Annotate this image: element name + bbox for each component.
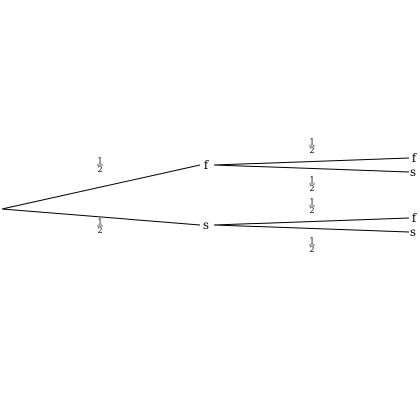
edge-upper-lower	[213, 164, 410, 173]
edge-label-upper-upper-denominator: 2	[309, 146, 314, 155]
edge-label-upper-upper: 12	[309, 138, 315, 155]
leaf-lower-lower: s	[410, 225, 416, 239]
edge-label-lower-upper-denominator: 2	[309, 206, 314, 215]
edge-label-root-upper-denominator: 2	[97, 165, 102, 174]
edge-label-upper-lower: 12	[309, 176, 315, 193]
edge-root-lower	[1, 208, 201, 226]
edge-label-root-upper-numerator: 1	[97, 157, 102, 166]
node-lower: s	[203, 218, 209, 232]
leaf-upper-upper: f	[412, 151, 418, 165]
edge-label-upper-lower-numerator: 1	[309, 176, 314, 185]
leaf-upper-lower: s	[410, 165, 416, 179]
edge-upper-upper	[213, 157, 410, 166]
edge-label-root-lower-denominator: 2	[97, 226, 102, 235]
edge-label-root-lower-numerator: 1	[97, 218, 102, 227]
edge-label-lower-lower-numerator: 1	[309, 237, 314, 246]
edge-label-lower-lower-denominator: 2	[309, 245, 314, 254]
edge-lower-upper	[213, 217, 410, 226]
tree-edges	[1, 157, 410, 233]
node-upper: f	[204, 158, 210, 172]
edge-label-upper-lower-denominator: 2	[309, 184, 314, 193]
edge-root-upper	[1, 164, 201, 210]
edge-label-upper-upper-numerator: 1	[309, 138, 314, 147]
edge-lower-lower	[213, 224, 410, 233]
edge-label-root-upper: 12	[97, 157, 103, 174]
edge-label-lower-upper: 12	[309, 198, 315, 215]
edge-label-root-lower: 12	[97, 218, 103, 235]
edge-label-lower-lower: 12	[309, 237, 315, 254]
leaf-lower-upper: f	[412, 211, 418, 225]
edge-label-lower-upper-numerator: 1	[309, 198, 314, 207]
